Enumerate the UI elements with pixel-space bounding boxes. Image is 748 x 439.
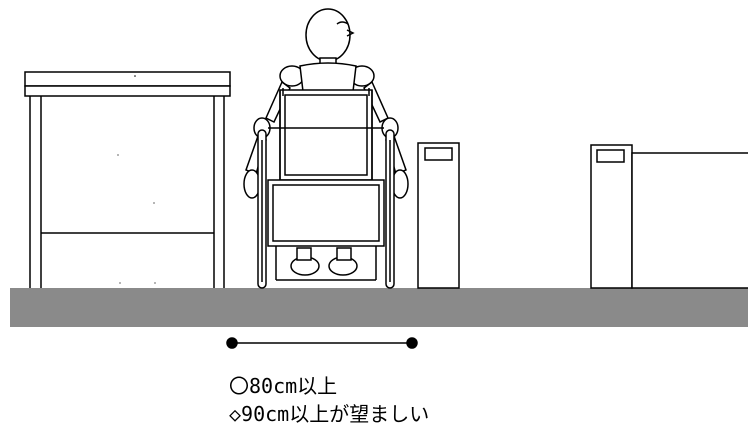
dimension-line [226, 337, 418, 349]
floor [10, 288, 748, 327]
requirement-recommended: ◇90cm以上が望ましい [229, 402, 430, 426]
counter-dots [117, 75, 156, 284]
requirement-minimum: 〇80cm以上 [229, 374, 338, 398]
counter-table [24, 71, 231, 288]
wheelchair-user-figure [243, 8, 409, 276]
post-right [590, 144, 633, 289]
wall-block [631, 152, 748, 289]
post-left [417, 142, 460, 289]
dimension-endpoint-left [226, 337, 238, 349]
head [305, 8, 351, 62]
wheelchair [257, 88, 395, 289]
dimension-endpoint-right [406, 337, 418, 349]
